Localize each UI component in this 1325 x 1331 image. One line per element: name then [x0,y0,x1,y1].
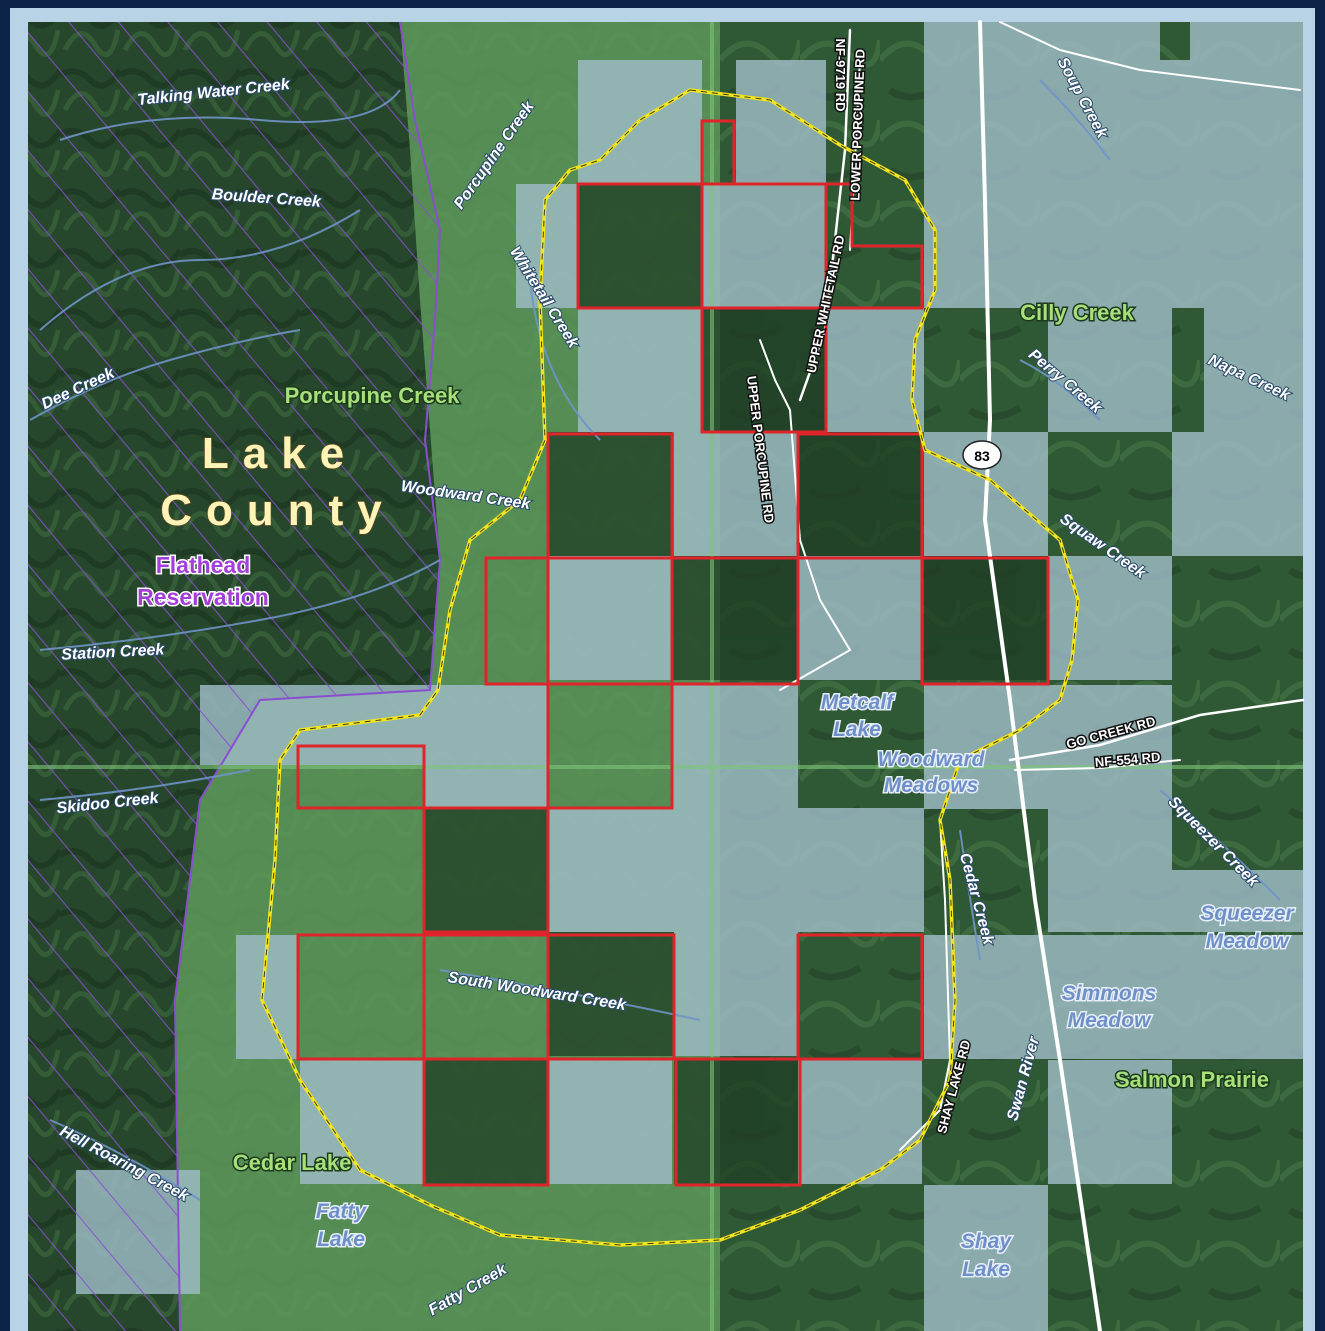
map-body: 83 Lake County Flathead Reservation Porc… [28,20,1305,1331]
water-squeezer-meadow-2: Meadow [1206,930,1291,953]
place-cilly-creek: Cilly Creek [1020,300,1134,325]
project-boundary-dash [261,89,1079,1246]
water-woodward-meadows-2: Meadows [884,774,979,797]
county-label-line2: County [160,486,396,535]
water-squeezer-meadow-1: Squeezer [1200,902,1295,925]
water-woodward-meadows-1: Woodward [878,748,986,771]
highway-83-line [978,20,1102,1331]
water-simmons-meadow-2: Meadow [1068,1009,1153,1032]
place-salmon-prairie: Salmon Prairie [1115,1067,1269,1092]
place-cedar-lake: Cedar Lake [233,1150,352,1175]
place-porcupine-creek: Porcupine Creek [285,383,461,408]
place-labels: Porcupine Creek Cilly Creek Cedar Lake S… [231,299,1270,1177]
road-nf554: NF-554 RD [1094,749,1161,770]
county-label-line1: Lake [202,429,358,478]
water-labels: Metcalf Lake Woodward Meadows Squeezer M… [314,690,1297,1283]
water-metcalf-lake-1: Metcalf [821,691,895,714]
streams [29,79,1281,1201]
highway-83-shield: 83 [962,440,1002,470]
highway-83-label: 83 [974,448,990,464]
reservation-label-line2: Reservation [137,584,269,610]
road-lower-porcupine: LOWER PORCUPINE RD [847,49,867,201]
project-parcels [296,119,1050,1187]
reservation-label: Flathead Reservation [136,551,271,612]
dark-parcels [425,184,1048,1184]
county-label: Lake County [159,428,396,536]
section-grid [28,22,1303,1331]
water-simmons-meadow-1: Simmons [1062,982,1157,1005]
water-shay-lake-2: Lake [962,1258,1010,1281]
flathead-reservation-area [28,22,440,1331]
water-fatty-lake-1: Fatty [316,1200,367,1223]
water-shay-lake-1: Shay [961,1230,1013,1253]
road-nf9719: NF-9719 RD [833,39,848,112]
water-fatty-lake-2: Lake [317,1228,365,1251]
water-metcalf-lake-2: Lake [833,718,881,741]
reservation-label-line1: Flathead [156,552,251,578]
